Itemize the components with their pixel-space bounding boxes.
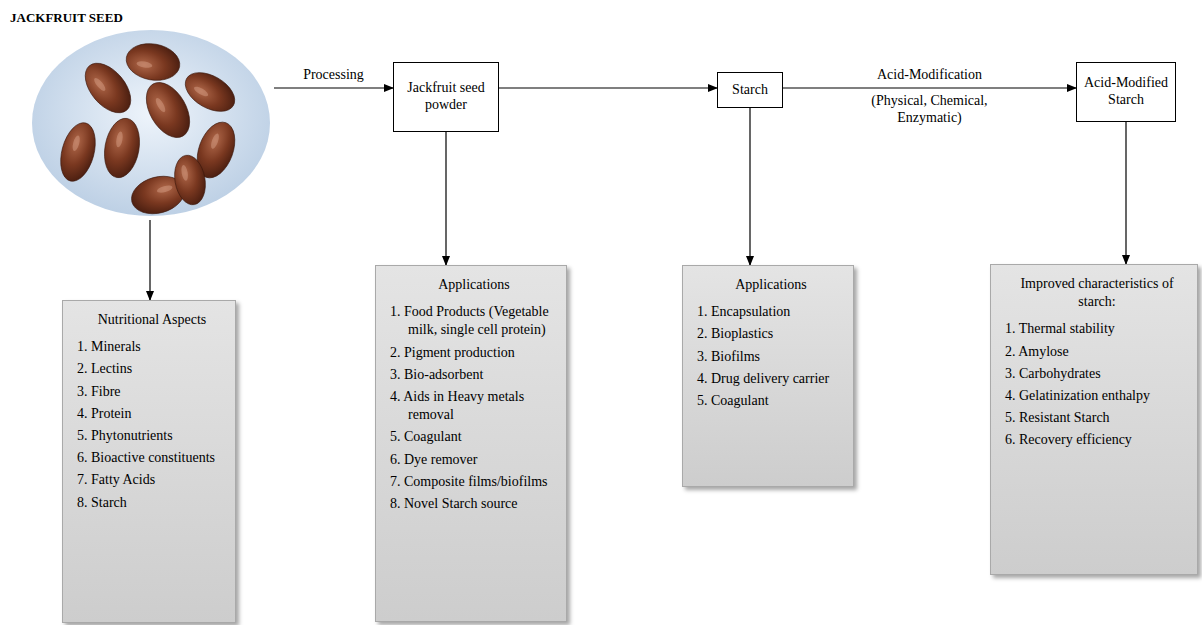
panel-heading: Improved characteristics of starch: (1005, 275, 1189, 311)
seed-highlight (92, 76, 107, 92)
seed-highlight (156, 184, 173, 194)
flow-arrow (749, 108, 750, 265)
edge-label: Acid-Modification (875, 67, 984, 84)
seed-highlight (180, 164, 189, 181)
box-label: Starch (732, 82, 768, 99)
process-box: Starch (717, 72, 783, 108)
box-label: Acid-Modified Starch (1082, 75, 1170, 109)
flow-arrow (149, 220, 150, 300)
list-item: 3. Biofilms (697, 348, 845, 366)
info-panel: Nutritional Aspects 1. Minerals 2. Lectins… (62, 300, 236, 623)
flow-arrow (1125, 122, 1126, 264)
seed (179, 65, 242, 120)
panel-heading: Applications (697, 276, 845, 294)
note-label: (Physical, Chemical, Enzymatic) (853, 93, 1007, 127)
info-panel: Applications 1. Food Products (Vegetable … (375, 265, 567, 622)
seed-photo (6, 8, 274, 220)
list-item: 4. Protein (77, 405, 227, 423)
list-item: 3. Fibre (77, 383, 227, 401)
list-item: 8. Novel Starch source (390, 495, 558, 513)
list-item: 5. Coagulant (697, 392, 845, 410)
list-item: 6. Dye remover (390, 451, 558, 469)
list-item: 4. Drug delivery carrier (697, 370, 845, 388)
info-panel: Improved characteristics of starch: 1. Th… (990, 264, 1198, 575)
list-item: 5. Phytonutrients (77, 427, 227, 445)
seed-highlight (71, 135, 81, 152)
list-item: 5. Coagulant (390, 428, 558, 446)
seed-highlight (136, 60, 153, 69)
list-item: 2. Amylose (1005, 343, 1189, 361)
list-item: 7. Composite films/biofilms (390, 473, 558, 491)
list-item: 1. Minerals (77, 338, 227, 356)
flow-arrow (499, 87, 717, 88)
list-item: 4. Gelatinization enthalpy (1005, 387, 1189, 405)
seed (55, 119, 101, 185)
list-item: 7. Fatty Acids (77, 471, 227, 489)
flow-arrow (445, 132, 446, 265)
seed-highlight (154, 97, 167, 114)
process-box: Acid-Modified Starch (1076, 62, 1176, 122)
list-item: 5. Resistant Starch (1005, 409, 1189, 427)
seed (123, 40, 182, 85)
seed-illustration: JACKFRUIT SEED (6, 8, 274, 220)
process-box: Jackfruit seed powder (393, 62, 499, 132)
list-item: 1. Thermal stability (1005, 320, 1189, 338)
list-item: 4. Aids in Heavy metals removal (390, 388, 558, 424)
list-item: 1. Food Products (Vegetable milk, single… (390, 303, 558, 339)
node-heading: JACKFRUIT SEED (10, 10, 123, 26)
seed (171, 153, 209, 207)
panel-heading: Nutritional Aspects (77, 311, 227, 329)
flow-arrow (274, 87, 393, 88)
list-item: 8. Starch (77, 494, 227, 512)
seed-highlight (209, 133, 220, 150)
panel-heading: Applications (390, 276, 558, 294)
photo-group (32, 30, 270, 219)
list-item: 2. Pigment production (390, 344, 558, 362)
seed (100, 116, 144, 181)
list-item: 6. Recovery efficiency (1005, 431, 1189, 449)
list-item: 3. Carbohydrates (1005, 365, 1189, 383)
list-item: 2. Lectins (77, 360, 227, 378)
list-item: 1. Encapsulation (697, 303, 845, 321)
list-item: 3. Bio-adsorbent (390, 366, 558, 384)
seed-highlight (193, 85, 210, 98)
edge-label: Processing (301, 67, 366, 84)
seed-highlight (115, 131, 124, 148)
list-item: 6. Bioactive constituents (77, 449, 227, 467)
list-item: 2. Bioplastics (697, 325, 845, 343)
info-panel: Applications 1. Encapsulation 2. Bioplasti… (682, 265, 854, 487)
flow-arrow (783, 87, 1076, 88)
box-label: Jackfruit seed powder (399, 80, 493, 114)
